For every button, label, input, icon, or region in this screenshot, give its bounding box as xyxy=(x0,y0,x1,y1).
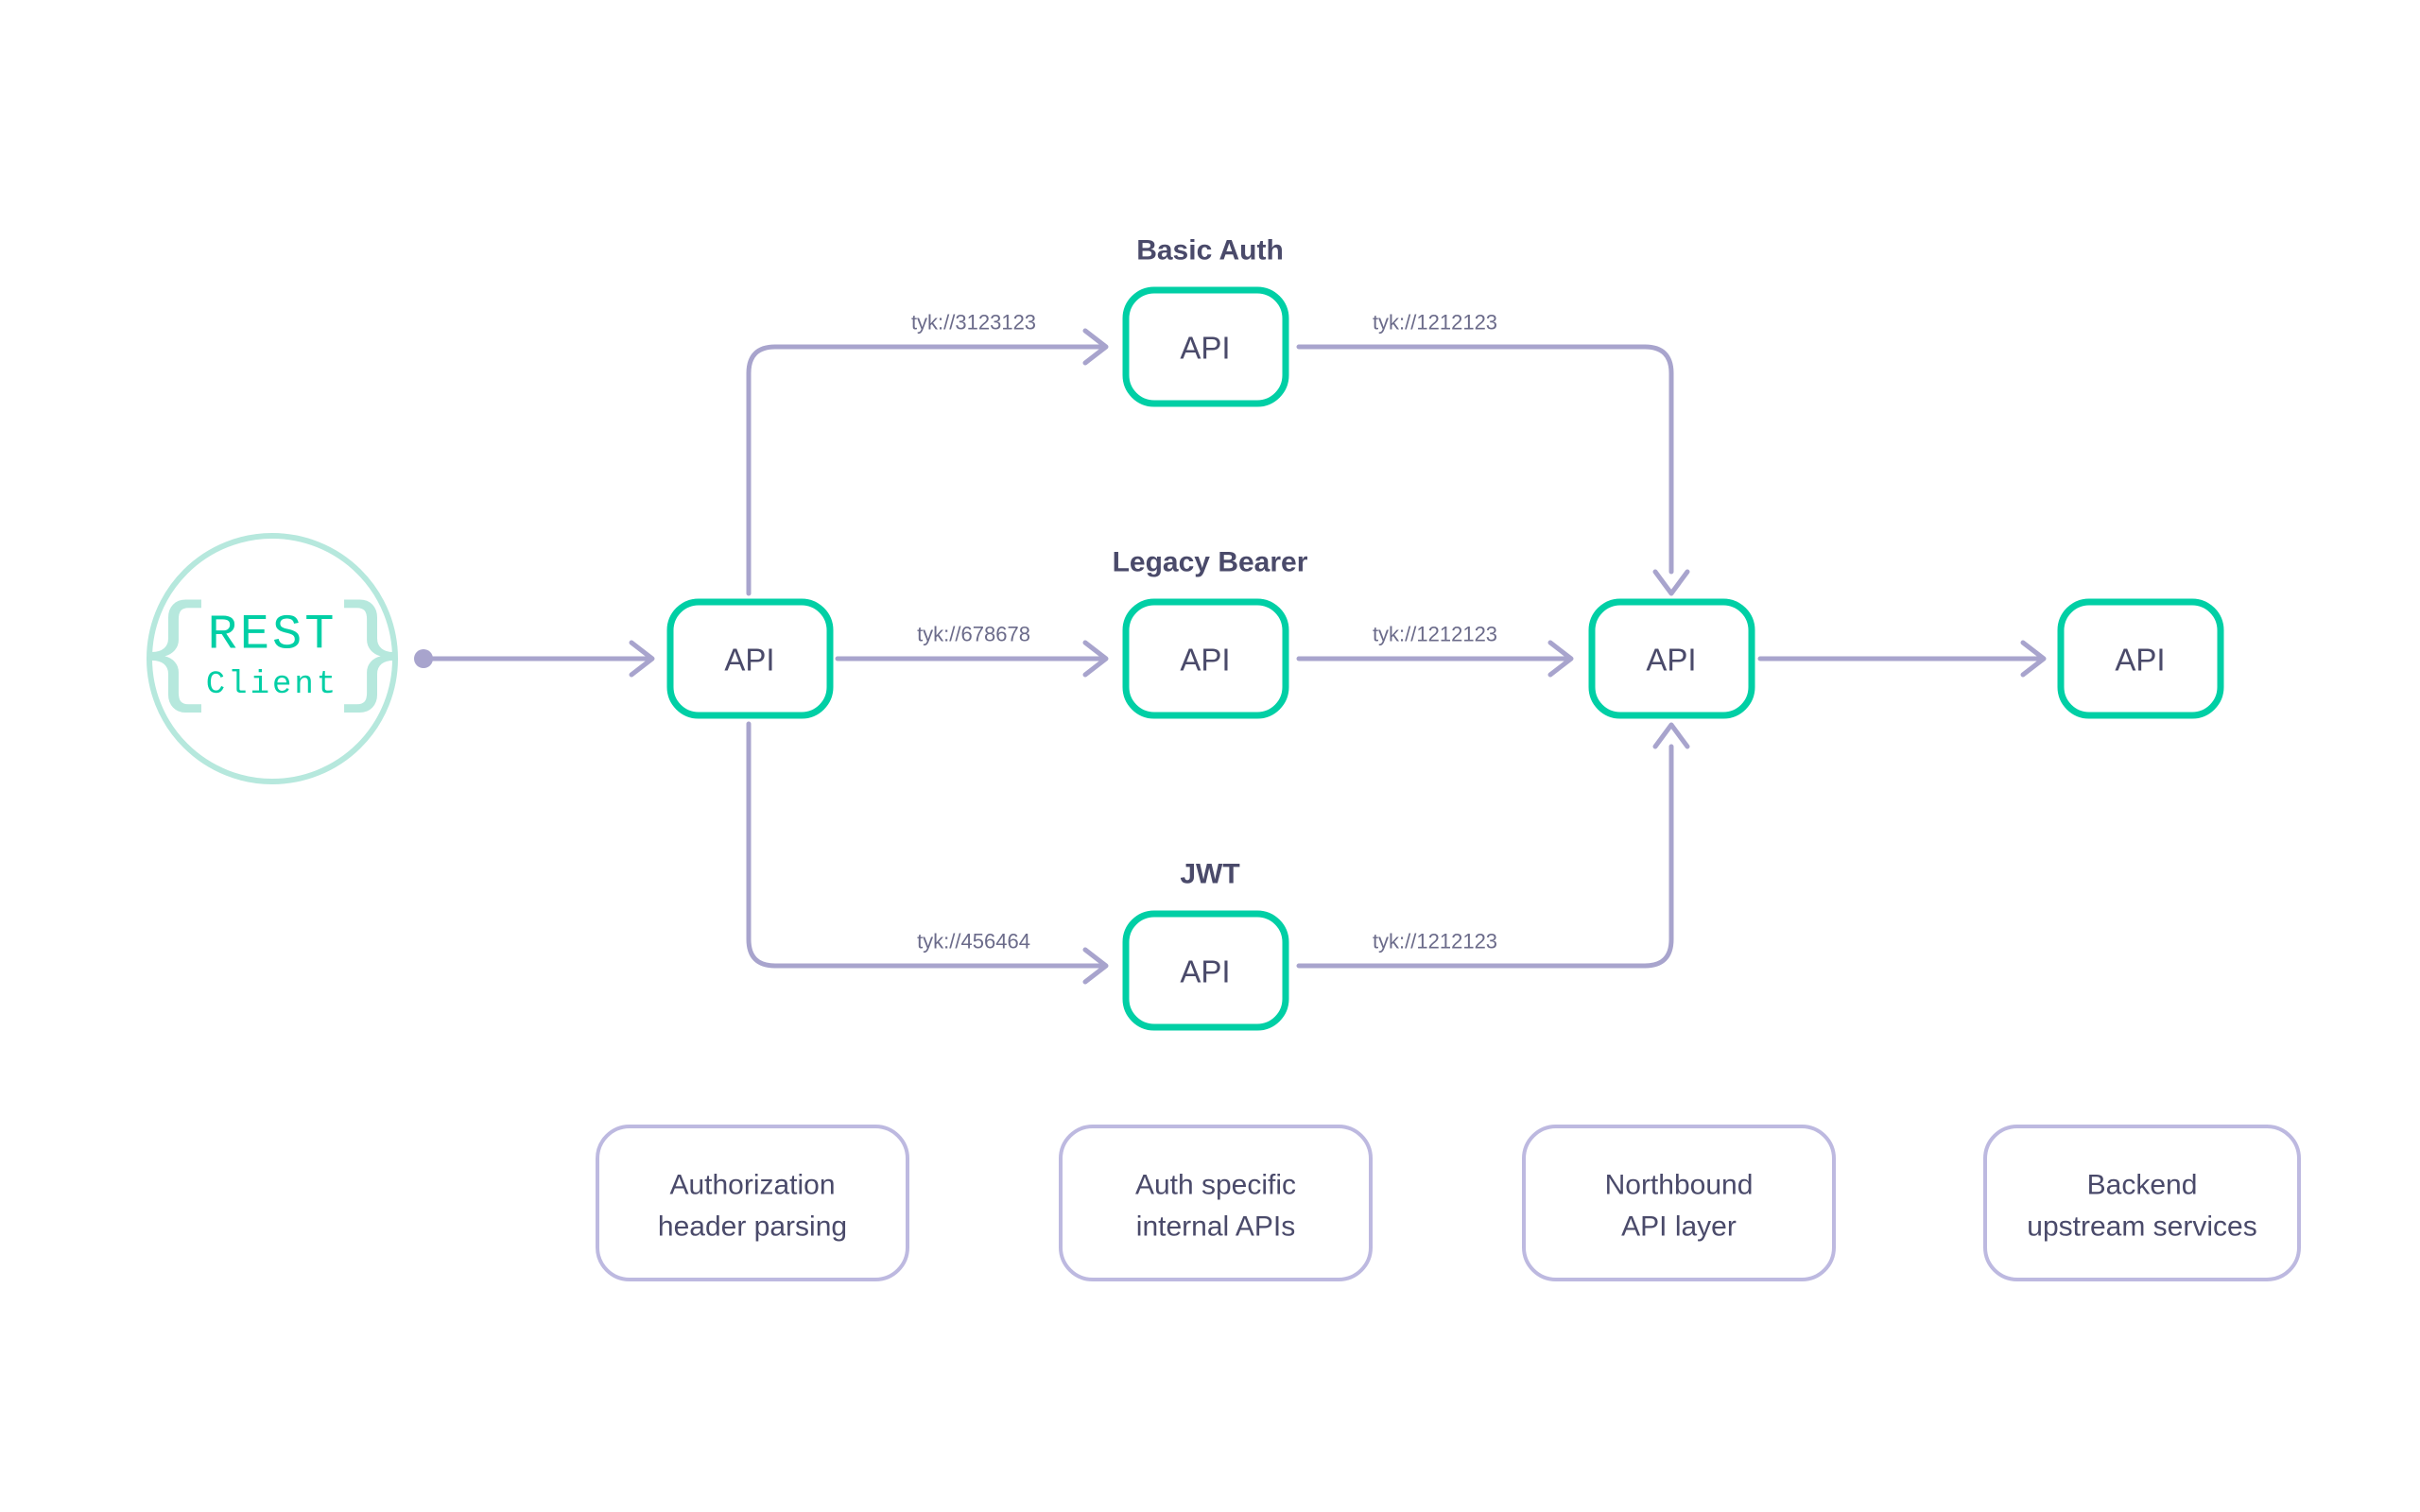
node-legacy-bearer-api[interactable]: API xyxy=(1122,598,1289,719)
legend-label-northbound-api-layer-line1: Northbound xyxy=(1605,1170,1754,1201)
legend-item-backend-upstream-services[interactable]: Backend upstream services xyxy=(1983,1125,2301,1281)
edge-line-jwt-to-northbound xyxy=(1296,744,1674,969)
node-entry-api-box[interactable] xyxy=(666,598,834,719)
node-backend-api[interactable]: API xyxy=(2057,598,2224,719)
rest-client-subtitle: Client xyxy=(206,667,338,703)
group-title-jwt: JWT xyxy=(1180,859,1239,890)
node-legacy-bearer-api-box[interactable] xyxy=(1122,598,1289,719)
arrow-head-northbound-to-backend xyxy=(2020,640,2047,678)
legend-box-auth-specific-internal-apis[interactable] xyxy=(1059,1125,1373,1281)
legend-label-auth-specific-internal-apis-line1: Auth specific xyxy=(1135,1170,1296,1201)
rest-client-ring xyxy=(147,533,398,784)
edge-label-entry-to-legacy: tyk://678678 xyxy=(917,623,1030,646)
legend-item-authorization-header-parsing[interactable]: Authorization header parsing xyxy=(596,1125,909,1281)
node-jwt-api-label: API xyxy=(1180,954,1230,989)
legend-box-northbound-api-layer[interactable] xyxy=(1522,1125,1836,1281)
node-northbound-api-box[interactable] xyxy=(1588,598,1755,719)
arrow-head-legacy-to-northbound xyxy=(1547,640,1574,678)
edge-entry-to-legacy xyxy=(835,640,1109,678)
arrow-head-basic-to-northbound xyxy=(1652,569,1690,596)
edge-jwt-to-northbound xyxy=(1296,722,1690,969)
group-title-basic-auth: Basic Auth xyxy=(1136,235,1284,266)
legend-label-northbound-api-layer-line2: API layer xyxy=(1621,1211,1737,1243)
legend-item-auth-specific-internal-apis[interactable]: Auth specific internal APIs xyxy=(1059,1125,1373,1281)
edge-label-legacy-to-northbound: tyk://1212123 xyxy=(1373,623,1497,646)
node-jwt-api[interactable]: API xyxy=(1122,910,1289,1031)
group-title-legacy-bearer: Legacy Bearer xyxy=(1113,547,1308,578)
edge-legacy-to-northbound xyxy=(1296,640,1574,678)
rest-client-title: REST xyxy=(208,608,337,663)
node-entry-api-label: API xyxy=(724,643,774,678)
node-entry-api[interactable]: API xyxy=(666,598,834,719)
edge-basic-to-northbound xyxy=(1296,344,1690,596)
legend-label-authorization-header-parsing-line1: Authorization xyxy=(669,1170,835,1201)
node-backend-api-label: API xyxy=(2115,643,2165,678)
legend-label-backend-upstream-services-line2: upstream services xyxy=(2027,1211,2256,1243)
edge-entry-to-jwt xyxy=(746,721,1109,985)
edge-label-basic-to-northbound: tyk://1212123 xyxy=(1373,311,1497,335)
edge-label-entry-to-jwt: tyk://456464 xyxy=(917,930,1030,954)
legend-label-authorization-header-parsing-line2: header parsing xyxy=(658,1211,847,1243)
node-northbound-api[interactable]: API xyxy=(1588,598,1755,719)
node-backend-api-box[interactable] xyxy=(2057,598,2224,719)
legend-item-northbound-api-layer[interactable]: Northbound API layer xyxy=(1522,1125,1836,1281)
legend-label-auth-specific-internal-apis-line2: internal APIs xyxy=(1136,1211,1295,1243)
legend-box-backend-upstream-services[interactable] xyxy=(1983,1125,2301,1281)
node-basic-auth-api[interactable]: API xyxy=(1122,286,1289,407)
arrow-head-jwt-to-northbound xyxy=(1652,722,1690,749)
node-jwt-api-box[interactable] xyxy=(1122,910,1289,1031)
node-basic-auth-api-box[interactable] xyxy=(1122,286,1289,407)
edge-label-entry-to-basic: tyk://3123123 xyxy=(911,311,1036,335)
node-northbound-api-label: API xyxy=(1646,643,1696,678)
edge-line-basic-to-northbound xyxy=(1296,344,1674,575)
legend-label-backend-upstream-services-line1: Backend xyxy=(2087,1170,2198,1201)
edge-label-jwt-to-northbound: tyk://1212123 xyxy=(1373,930,1497,954)
edge-entry-to-basic xyxy=(746,328,1109,596)
arrow-head-entry-to-basic xyxy=(1082,328,1109,366)
arrow-head-client-to-entry xyxy=(629,640,655,678)
arrow-head-entry-to-jwt xyxy=(1082,947,1109,985)
edge-line-entry-to-jwt xyxy=(746,721,1107,969)
rest-client-brace-left: { xyxy=(139,588,212,725)
node-basic-auth-api-label: API xyxy=(1180,331,1230,366)
arrow-head-entry-to-legacy xyxy=(1082,640,1109,678)
node-legacy-bearer-api-label: API xyxy=(1180,643,1230,678)
rest-client-node[interactable]: { } REST Client xyxy=(139,533,407,784)
rest-client-brace-right: } xyxy=(335,588,407,725)
legend-box-authorization-header-parsing[interactable] xyxy=(596,1125,909,1281)
edge-line-entry-to-basic xyxy=(746,344,1107,596)
edge-client-to-entry xyxy=(414,640,655,678)
edge-northbound-to-backend xyxy=(1757,640,2047,678)
